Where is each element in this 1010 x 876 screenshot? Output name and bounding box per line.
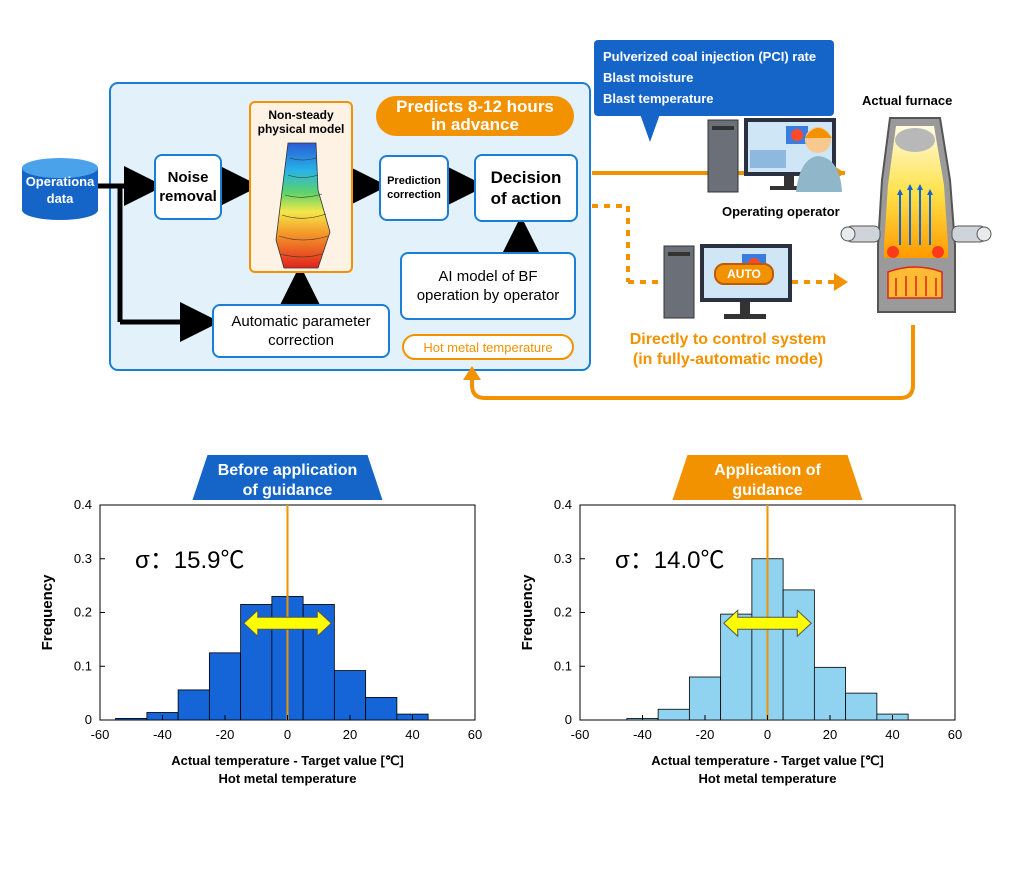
- x-axis-sublabel: Hot metal temperature: [699, 771, 837, 786]
- x-tick-label: 0: [764, 727, 771, 742]
- x-tick-label: -20: [696, 727, 715, 742]
- banner-line-1: Before application: [218, 462, 358, 479]
- model-contour-image: [249, 101, 353, 273]
- operating-operator-label: Operating operator: [722, 204, 840, 219]
- histogram-bar: [813, 666, 847, 721]
- histogram-after-chart: Application of guidance σ：14.0℃ -60 -40 -20 0 2…: [519, 455, 962, 786]
- y-axis-label: Frequency: [39, 574, 56, 651]
- histogram-bar: [845, 692, 878, 721]
- x-tick-label: -20: [216, 727, 235, 742]
- x-tick-label: 20: [343, 727, 357, 742]
- x-axis-label: Actual temperature - Target value [℃]: [171, 753, 404, 768]
- y-tick-label: 0.1: [554, 658, 572, 673]
- charts-region: Before application of guidance σ：15.9℃ -60 -…: [0, 450, 1010, 810]
- x-tick-label: 60: [948, 727, 962, 742]
- banner-line-2: guidance: [732, 482, 802, 499]
- x-axis-sublabel: Hot metal temperature: [219, 771, 357, 786]
- hot-metal-tag: Hot metal temperature: [402, 334, 574, 360]
- actual-furnace-label: Actual furnace: [862, 93, 953, 108]
- histogram-bar: [115, 717, 148, 721]
- database-icon: [22, 158, 98, 220]
- x-tick-label: 60: [468, 727, 482, 742]
- histogram-bar: [333, 670, 367, 721]
- x-axis-label: Actual temperature - Target value [℃]: [651, 753, 884, 768]
- y-tick-label: 0.2: [74, 605, 92, 620]
- input-callout: [594, 40, 834, 142]
- histogram-bar: [177, 689, 210, 721]
- y-tick-label: 0: [565, 712, 572, 727]
- sigma-label: σ：15.9℃: [135, 547, 245, 574]
- furnace-icon: [840, 117, 992, 313]
- spread-arrow-icon: [243, 609, 332, 638]
- y-tick-label: 0: [85, 712, 92, 727]
- y-axis-label: Frequency: [519, 574, 536, 651]
- y-tick-label: 0.4: [74, 497, 92, 512]
- banner-shape: [672, 455, 863, 500]
- operator-person-icon: [796, 127, 842, 192]
- banner-line-2: of guidance: [243, 482, 333, 499]
- histogram-bar: [688, 676, 722, 721]
- y-tick-label: 0.1: [74, 658, 92, 673]
- auto-computer-icon: [663, 244, 792, 319]
- x-tick-label: 40: [405, 727, 419, 742]
- sigma-label: σ：14.0℃: [615, 547, 725, 574]
- process-diagram: [22, 40, 992, 400]
- banner-shape: [192, 455, 383, 500]
- histogram-before-chart: Before application of guidance σ：15.9℃ -60 -…: [39, 455, 482, 786]
- x-tick-label: -60: [571, 727, 590, 742]
- direct-control-label: Directly to control system(in fully-auto…: [629, 331, 827, 368]
- x-tick-label: -40: [633, 727, 652, 742]
- x-tick-label: 20: [823, 727, 837, 742]
- histogram-bar: [365, 697, 398, 721]
- histogram-bar: [657, 708, 690, 721]
- y-tick-label: 0.2: [554, 605, 572, 620]
- x-tick-label: 0: [284, 727, 291, 742]
- auto-badge: AUTO: [714, 263, 774, 285]
- x-tick-label: 40: [885, 727, 899, 742]
- banner-line-1: Application of: [714, 462, 821, 479]
- y-tick-label: 0.3: [74, 551, 92, 566]
- histogram-bar: [782, 589, 815, 721]
- spread-arrow-icon: [723, 609, 812, 638]
- input-callout-text: Pulverized coal injection (PCI) rate Bla…: [603, 49, 817, 106]
- y-tick-label: 0.3: [554, 551, 572, 566]
- y-tick-label: 0.4: [554, 497, 572, 512]
- x-tick-label: -40: [153, 727, 172, 742]
- histogram-bar: [208, 652, 242, 721]
- x-tick-label: -60: [91, 727, 110, 742]
